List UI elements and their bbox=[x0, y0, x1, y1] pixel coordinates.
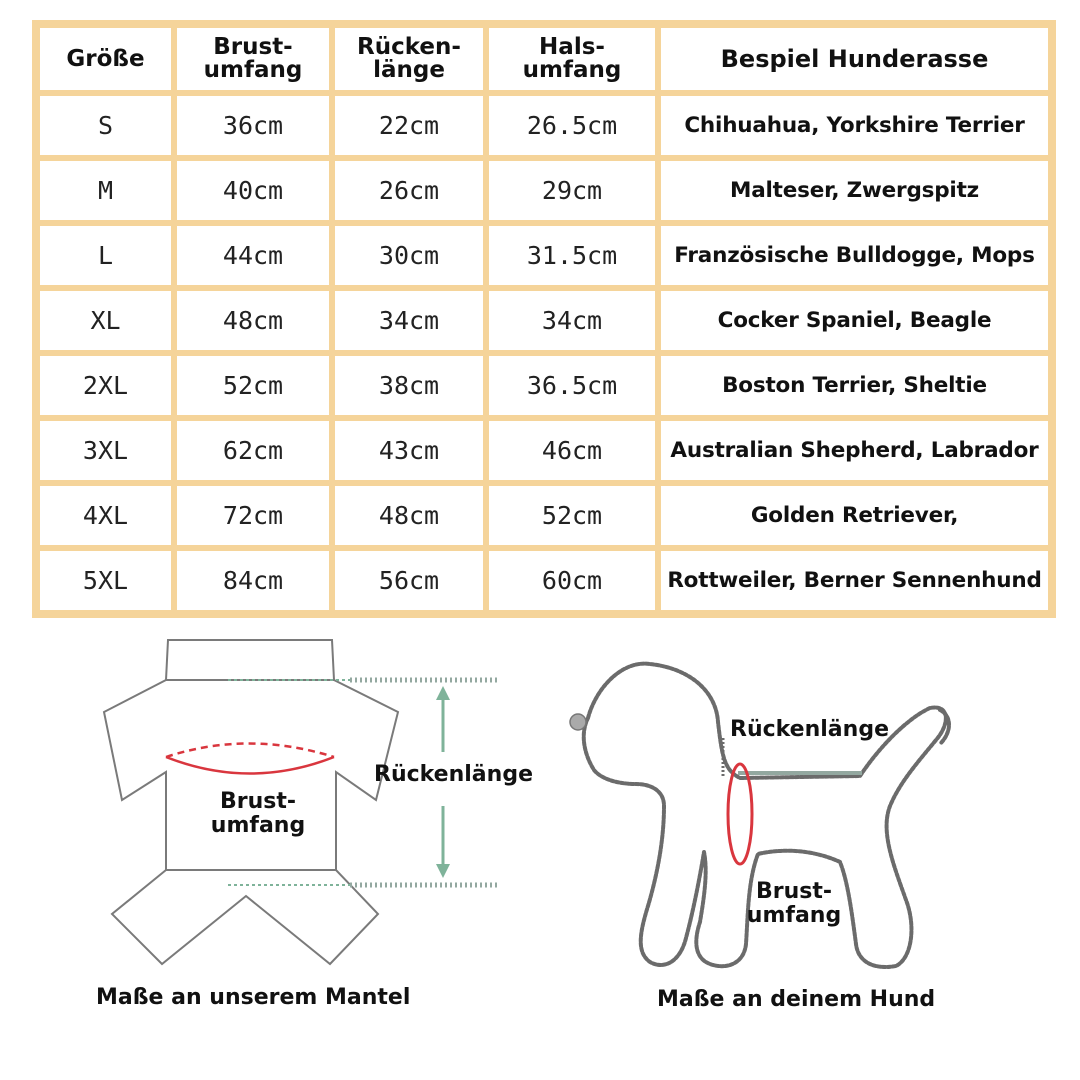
table-row: S 36cm 22cm 26.5cm Chihuahua, Yorkshire … bbox=[37, 93, 1051, 158]
cell-size: M bbox=[37, 158, 174, 223]
cell-breed: Cocker Spaniel, Beagle bbox=[658, 288, 1051, 353]
dog-caption: Maße an deinem Hund bbox=[657, 987, 936, 1012]
table-row: 3XL 62cm 43cm 46cm Australian Shepherd, … bbox=[37, 418, 1051, 483]
cell-breed: Chihuahua, Yorkshire Terrier bbox=[658, 93, 1051, 158]
header-chest: Brust-umfang bbox=[174, 25, 332, 93]
cell-breed: Französische Bulldogge, Mops bbox=[658, 223, 1051, 288]
cell-chest: 40cm bbox=[174, 158, 332, 223]
cell-breed: Australian Shepherd, Labrador bbox=[658, 418, 1051, 483]
table-row: L 44cm 30cm 31.5cm Französische Bulldogg… bbox=[37, 223, 1051, 288]
size-table: Größe Brust-umfang Rücken-länge Hals-umf… bbox=[32, 20, 1056, 618]
cell-size: 5XL bbox=[37, 548, 174, 613]
dog-chest-label: Brust-umfang bbox=[746, 879, 842, 928]
cell-chest: 36cm bbox=[174, 93, 332, 158]
cell-breed: Boston Terrier, Sheltie bbox=[658, 353, 1051, 418]
cell-neck: 29cm bbox=[486, 158, 658, 223]
cell-size: 4XL bbox=[37, 483, 174, 548]
header-breed: Bespiel Hunderasse bbox=[658, 25, 1051, 93]
table-row: 5XL 84cm 56cm 60cm Rottweiler, Berner Se… bbox=[37, 548, 1051, 613]
cell-chest: 72cm bbox=[174, 483, 332, 548]
table-header-row: Größe Brust-umfang Rücken-länge Hals-umf… bbox=[37, 25, 1051, 93]
coat-back-length-label: Rückenlänge bbox=[374, 762, 533, 787]
cell-size: S bbox=[37, 93, 174, 158]
cell-chest: 48cm bbox=[174, 288, 332, 353]
header-neck: Hals-umfang bbox=[486, 25, 658, 93]
cell-chest: 44cm bbox=[174, 223, 332, 288]
cell-breed: Golden Retriever, bbox=[658, 483, 1051, 548]
dog-chest-ring bbox=[726, 762, 754, 866]
cell-back: 38cm bbox=[332, 353, 486, 418]
cell-back: 48cm bbox=[332, 483, 486, 548]
cell-back: 56cm bbox=[332, 548, 486, 613]
table-row: 2XL 52cm 38cm 36.5cm Boston Terrier, She… bbox=[37, 353, 1051, 418]
cell-neck: 46cm bbox=[486, 418, 658, 483]
dog-back-length-guide bbox=[721, 738, 862, 776]
coat-caption: Maße an unserem Mantel bbox=[96, 985, 411, 1010]
cell-chest: 62cm bbox=[174, 418, 332, 483]
cell-back: 34cm bbox=[332, 288, 486, 353]
header-back-length: Rücken-länge bbox=[332, 25, 486, 93]
cell-chest: 84cm bbox=[174, 548, 332, 613]
table-row: M 40cm 26cm 29cm Malteser, Zwergspitz bbox=[37, 158, 1051, 223]
dog-nose-icon bbox=[569, 713, 587, 731]
header-size: Größe bbox=[37, 25, 174, 93]
coat-chest-label: Brust-umfang bbox=[210, 789, 306, 838]
cell-neck: 34cm bbox=[486, 288, 658, 353]
cell-back: 26cm bbox=[332, 158, 486, 223]
cell-neck: 60cm bbox=[486, 548, 658, 613]
table-row: XL 48cm 34cm 34cm Cocker Spaniel, Beagle bbox=[37, 288, 1051, 353]
cell-size: L bbox=[37, 223, 174, 288]
table-row: 4XL 72cm 48cm 52cm Golden Retriever, bbox=[37, 483, 1051, 548]
cell-back: 22cm bbox=[332, 93, 486, 158]
dog-back-length-label: Rückenlänge bbox=[730, 717, 889, 742]
cell-back: 30cm bbox=[332, 223, 486, 288]
cell-neck: 36.5cm bbox=[486, 353, 658, 418]
cell-breed: Malteser, Zwergspitz bbox=[658, 158, 1051, 223]
cell-chest: 52cm bbox=[174, 353, 332, 418]
cell-size: 2XL bbox=[37, 353, 174, 418]
cell-neck: 26.5cm bbox=[486, 93, 658, 158]
cell-breed: Rottweiler, Berner Sennenhund bbox=[658, 548, 1051, 613]
cell-neck: 52cm bbox=[486, 483, 658, 548]
cell-size: 3XL bbox=[37, 418, 174, 483]
cell-neck: 31.5cm bbox=[486, 223, 658, 288]
cell-back: 43cm bbox=[332, 418, 486, 483]
cell-size: XL bbox=[37, 288, 174, 353]
coat-chest-ring bbox=[165, 742, 335, 775]
